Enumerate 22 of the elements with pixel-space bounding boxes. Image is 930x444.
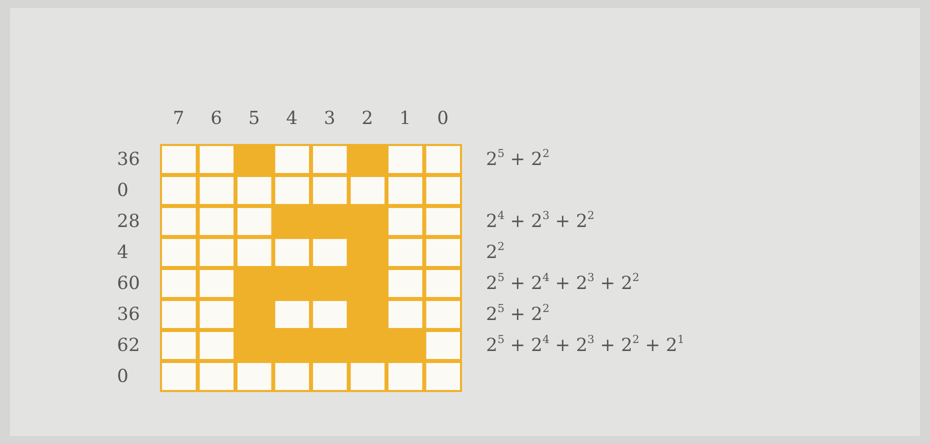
row-value: 28	[117, 213, 140, 231]
bit-index: 6	[210, 110, 222, 128]
row-value: 0	[117, 368, 128, 386]
power-sum: 2$^{5}$ + 2$^{4}$ + 2$^{3}$ + 2$^{2}$	[486, 275, 640, 293]
row-value: 62	[117, 337, 140, 355]
bit-index: 7	[172, 110, 184, 128]
power-sum: 2$^{5}$ + 2$^{4}$ + 2$^{3}$ + 2$^{2}$ + 2$^{1}$	[486, 337, 684, 355]
bit-index: 1	[399, 110, 411, 128]
bit-index: 0	[437, 110, 449, 128]
row-value: 36	[117, 306, 140, 324]
row-value: 60	[117, 275, 140, 293]
power-sum: 2$^{5}$ + 2$^{2}$	[486, 151, 550, 169]
power-sum: 2$^{2}$	[486, 244, 504, 262]
bit-index: 5	[248, 110, 260, 128]
row-value: 36	[117, 151, 140, 169]
bit-index: 2	[362, 110, 374, 128]
row-value: 0	[117, 182, 128, 200]
power-sum: 2$^{4}$ + 2$^{3}$ + 2$^{2}$	[486, 213, 594, 231]
bit-index: 4	[286, 110, 298, 128]
power-sum: 2$^{5}$ + 2$^{2}$	[486, 306, 550, 324]
bit-index: 3	[324, 110, 336, 128]
row-value: 4	[117, 244, 128, 262]
